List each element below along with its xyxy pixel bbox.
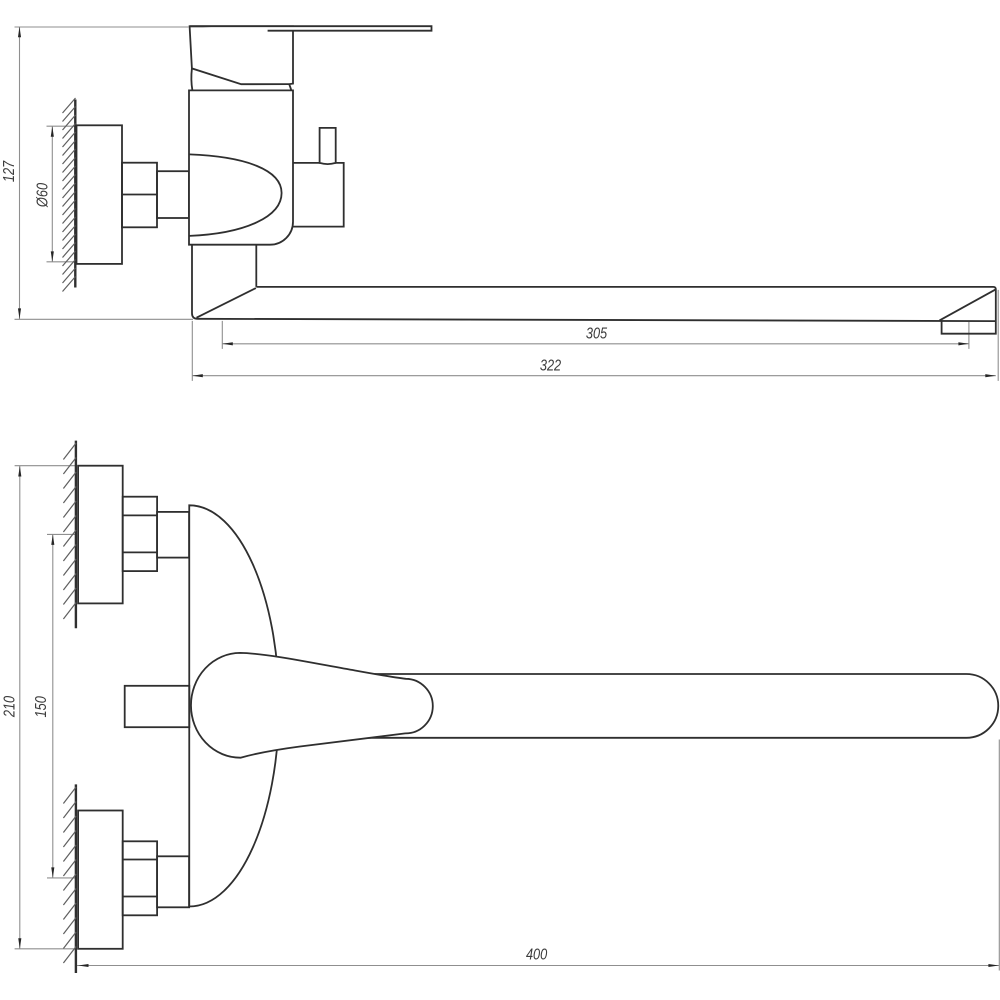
svg-text:Ø60: Ø60 [34, 183, 52, 208]
svg-text:150: 150 [33, 696, 51, 717]
svg-text:305: 305 [586, 325, 608, 343]
svg-text:210: 210 [1, 696, 19, 718]
svg-text:400: 400 [526, 946, 547, 964]
svg-text:127: 127 [0, 160, 18, 182]
svg-text:322: 322 [540, 357, 561, 375]
